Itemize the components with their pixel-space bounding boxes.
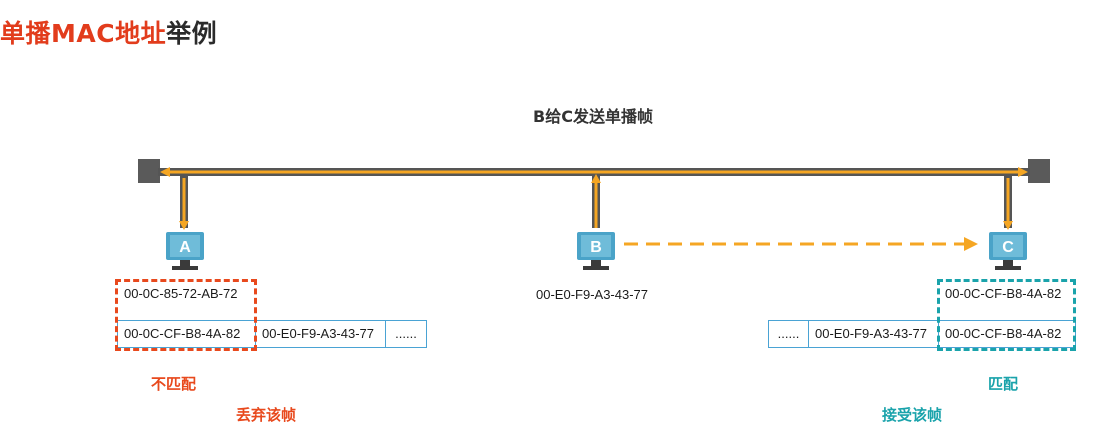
drop-cable-C: [1003, 176, 1013, 230]
frame-right-dest-mac: 00-0C-CF-B8-4A-82: [945, 326, 1062, 341]
host-label-C: C: [1002, 239, 1014, 256]
arrow-down-icon: [1003, 221, 1013, 230]
bus-terminator-right: [1028, 159, 1050, 183]
page-title-rest: 举例: [166, 19, 218, 48]
page-title-highlight: 单播MAC地址: [0, 19, 167, 48]
drop-cable-B: [591, 174, 601, 228]
host-label-A: A: [179, 239, 191, 256]
diagram-subtitle: B给C发送单播帧: [533, 107, 653, 126]
frame-right-payload: ......: [769, 321, 809, 347]
ethernet-bus: [138, 159, 1050, 183]
computer-A-icon: [166, 232, 204, 270]
frame-right-src-mac: 00-E0-F9-A3-43-77: [809, 321, 939, 347]
page-title: 单播MAC地址举例: [0, 14, 217, 50]
drop-cable-A: [179, 176, 189, 230]
frame-left-payload: ......: [395, 326, 417, 341]
bus-terminator-left: [138, 159, 160, 183]
mac-address-A: 00-0C-85-72-AB-72: [124, 286, 238, 301]
bus-arrow-left: [160, 167, 170, 177]
discard-frame-label: 丢弃该帧: [236, 406, 297, 424]
frame-right: ...... 00-E0-F9-A3-43-77 00-0C-CF-B8-4A-…: [768, 320, 1076, 348]
computer-C-icon: [989, 232, 1027, 270]
bus-arrow-right: [1018, 167, 1028, 177]
arrow-down-icon: [179, 221, 189, 230]
frame-left: 00-0C-CF-B8-4A-82 00-E0-F9-A3-43-77 ....…: [117, 320, 427, 348]
match-highlight-box: [937, 279, 1076, 351]
mac-address-B: 00-E0-F9-A3-43-77: [536, 287, 648, 302]
mismatch-highlight-box: [115, 279, 257, 351]
computer-B-icon: [577, 232, 615, 270]
transmission-arrow: [624, 237, 978, 251]
accept-frame-label: 接受该帧: [882, 406, 943, 424]
frame-left-src-mac: 00-E0-F9-A3-43-77: [256, 321, 386, 347]
arrow-up-icon: [591, 174, 601, 183]
match-label: 匹配: [988, 375, 1019, 393]
host-label-B: B: [590, 239, 602, 256]
mac-address-C: 00-0C-CF-B8-4A-82: [945, 286, 1062, 301]
mismatch-label: 不匹配: [151, 375, 197, 393]
